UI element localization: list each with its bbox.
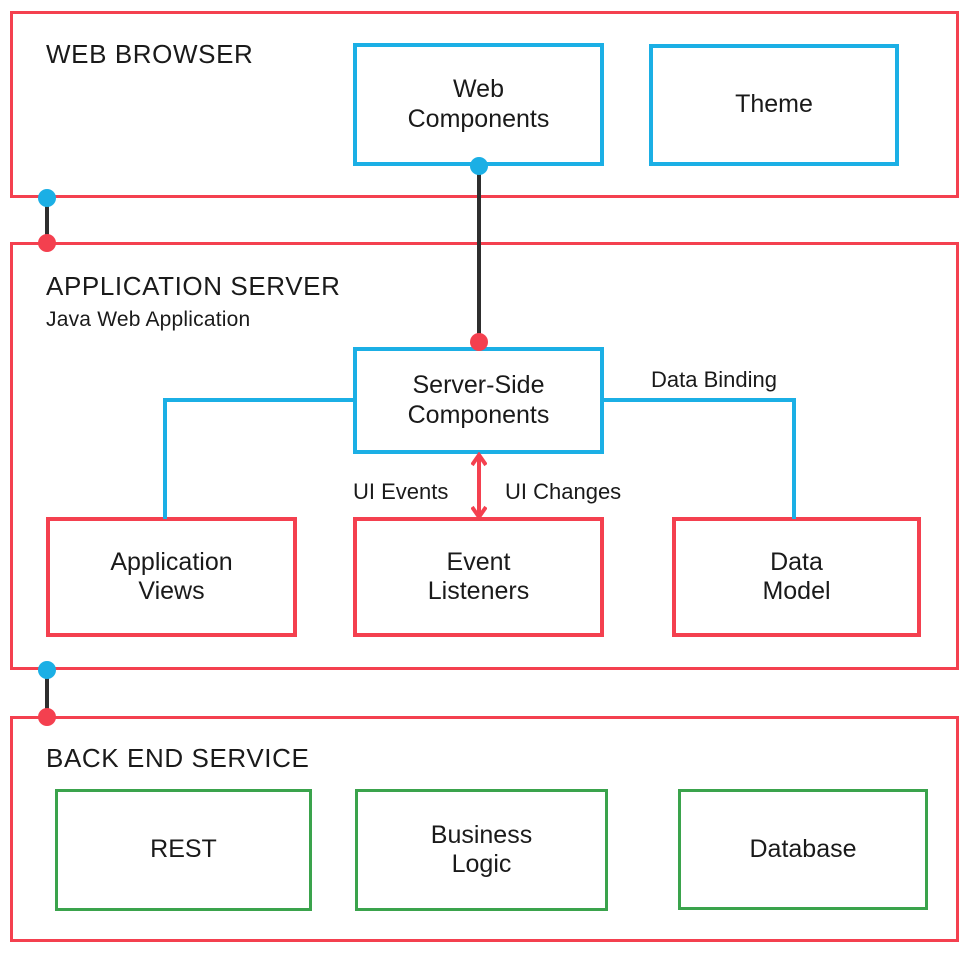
connector-appserver-to-backend xyxy=(45,670,49,716)
node-database[interactable]: Database xyxy=(678,789,928,910)
connector-dot-appserver-top xyxy=(38,234,56,252)
node-business-logic[interactable]: Business Logic xyxy=(355,789,608,911)
connector-dot-backend-top xyxy=(38,708,56,726)
connector-dot-web-components xyxy=(470,157,488,175)
connector-dot-appserver-bottom xyxy=(38,661,56,679)
tier-title-web-browser: WEB BROWSER xyxy=(46,39,254,69)
tier-application-server xyxy=(10,242,959,670)
tier-title-application-server: APPLICATION SERVER xyxy=(46,271,341,301)
node-rest[interactable]: REST xyxy=(55,789,312,911)
edge-label-data-binding: Data Binding xyxy=(651,367,777,392)
node-server-side-components[interactable]: Server-Side Components xyxy=(353,347,604,454)
connector-dot-server-side-components xyxy=(470,333,488,351)
edge-label-ui-events: UI Events xyxy=(353,479,449,504)
tier-title-back-end-service: BACK END SERVICE xyxy=(46,743,310,773)
node-web-components[interactable]: Web Components xyxy=(353,43,604,166)
node-theme[interactable]: Theme xyxy=(649,44,899,166)
connector-web-components-to-server-side xyxy=(477,166,481,341)
node-application-views[interactable]: Application Views xyxy=(46,517,297,637)
connector-server-side-to-application-views-horizontal xyxy=(163,398,355,402)
connector-server-side-to-application-views-vertical xyxy=(163,398,167,519)
tier-web-browser xyxy=(10,11,959,198)
connector-dot-browser-bottom xyxy=(38,189,56,207)
connector-browser-to-appserver xyxy=(45,198,49,242)
node-event-listeners[interactable]: Event Listeners xyxy=(353,517,604,637)
tier-back-end-service xyxy=(10,716,959,942)
double-arrow-icon xyxy=(471,452,487,520)
edge-label-ui-changes: UI Changes xyxy=(505,479,622,504)
connector-server-side-to-data-model-vertical xyxy=(792,398,796,519)
node-data-model[interactable]: Data Model xyxy=(672,517,921,637)
connector-server-side-to-data-model-horizontal xyxy=(602,398,796,402)
tier-subtitle-java-web-application: Java Web Application xyxy=(46,308,251,331)
